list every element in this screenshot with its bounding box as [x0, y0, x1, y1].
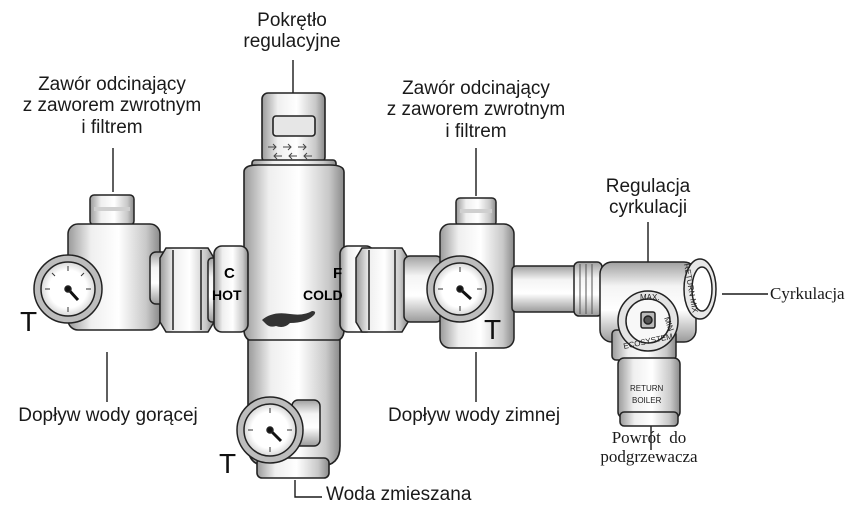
label-control-knob: Pokrętło regulacyjne	[243, 10, 341, 53]
return-boiler-line1: RETURN	[630, 384, 664, 393]
label-cold-inlet: Dopływ wody zimnej	[387, 405, 561, 426]
label-hot-inlet: Dopływ wody gorącej	[18, 405, 198, 426]
cold-word: COLD	[303, 287, 343, 303]
label-mixed-water: Woda zmieszana	[326, 484, 472, 505]
cold-letter: F	[333, 265, 342, 282]
label-circulation-control: Regulacja cyrkulacji	[605, 176, 691, 219]
circulation-fitting	[599, 258, 717, 427]
left-shutoff-valve	[33, 194, 173, 331]
hot-word: HOT	[212, 287, 242, 303]
return-boiler-line2: BOILER	[632, 396, 662, 405]
thermometer-mark-mixed: T	[219, 448, 237, 479]
label-circulation: Cyrkulacja	[770, 284, 845, 303]
label-boiler-return: Powrót do podgrzewacza	[600, 428, 698, 467]
label-shutoff-right: Zawór odcinający z zaworem zwrotnym i fi…	[386, 78, 566, 142]
hot-letter: C	[224, 265, 235, 282]
mixed-water-gauge	[236, 396, 321, 464]
label-shutoff-left: Zawór odcinający z zaworem zwrotnym i fi…	[22, 74, 202, 138]
dial-max-label: MAX.	[640, 293, 660, 302]
circulation-pipe	[511, 261, 603, 317]
thermometer-mark-hot: T	[20, 306, 38, 337]
thermometer-mark-cold: T	[484, 314, 502, 345]
right-shutoff-valve	[426, 197, 515, 349]
